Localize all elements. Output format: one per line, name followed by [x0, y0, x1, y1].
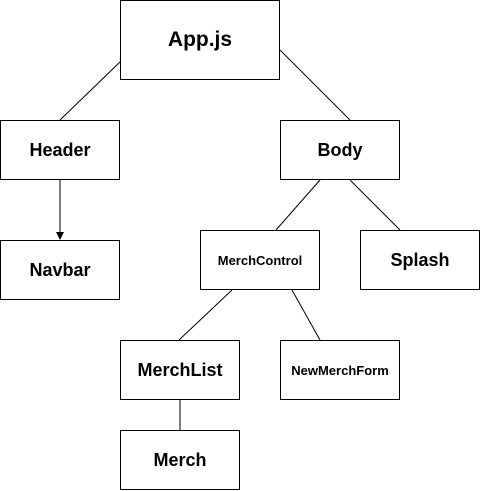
edge-app-header — [59, 61, 121, 121]
node-navbar: Navbar — [0, 240, 120, 300]
node-label: Merch — [153, 449, 207, 470]
node-merch-control: MerchControl — [200, 230, 320, 290]
edge-merchcontrol-newmerchform — [291, 289, 321, 341]
node-new-merch-form: NewMerchForm — [280, 340, 400, 400]
node-app-js: App.js — [120, 0, 280, 80]
node-label: Navbar — [29, 259, 91, 280]
node-body: Body — [280, 120, 400, 180]
edge-body-merchcontrol — [275, 179, 321, 231]
node-header: Header — [0, 120, 120, 180]
node-label: App.js — [167, 28, 233, 51]
node-label: NewMerchForm — [291, 362, 389, 378]
node-label: MerchControl — [217, 252, 303, 268]
node-label: Header — [29, 139, 91, 160]
edge-body-splash — [349, 179, 401, 231]
node-label: MerchList — [137, 359, 223, 380]
node-splash: Splash — [360, 230, 480, 290]
edge-merchcontrol-merchlist — [178, 289, 233, 341]
node-merch-list: MerchList — [120, 340, 240, 400]
node-merch: Merch — [120, 430, 240, 490]
node-label: Splash — [390, 249, 450, 270]
node-label: Body — [317, 139, 363, 160]
edge-app-body — [279, 49, 351, 121]
